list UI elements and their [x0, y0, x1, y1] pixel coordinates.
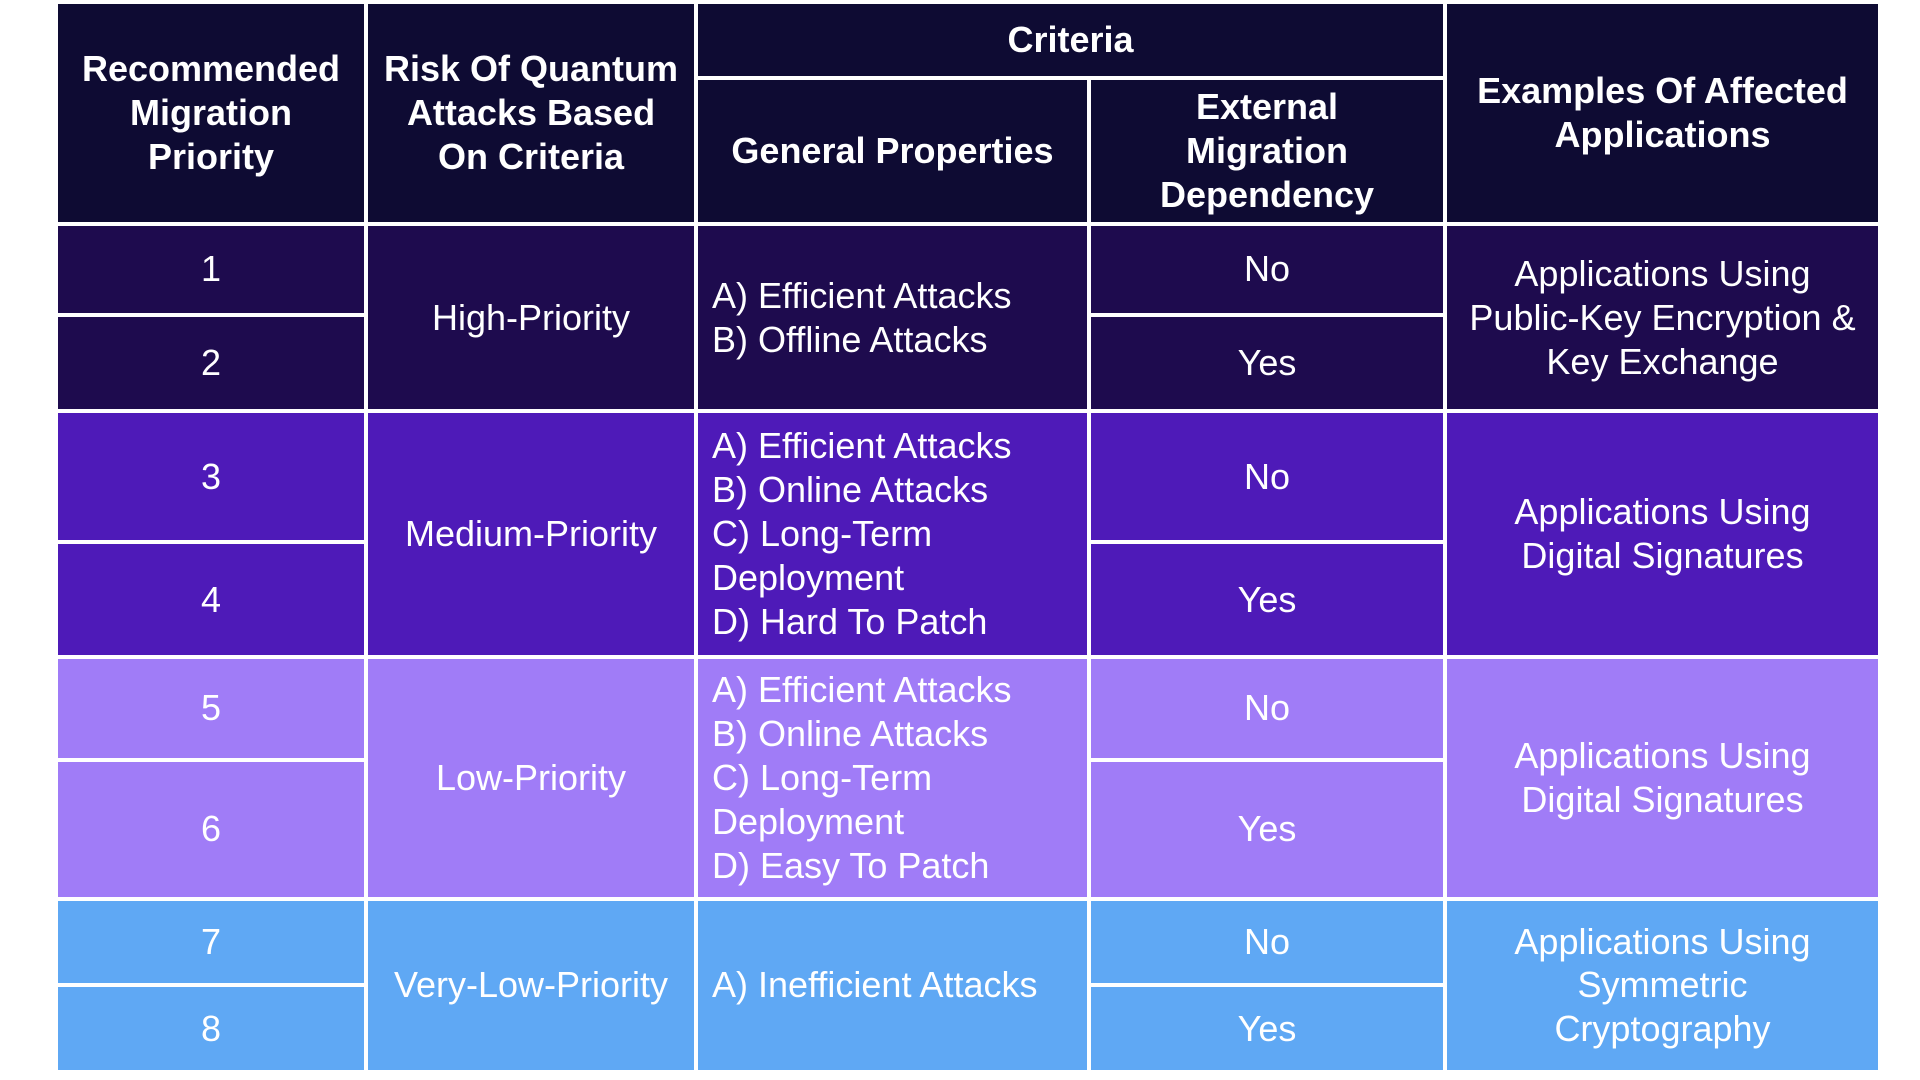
priority-cell: 5: [54, 655, 368, 762]
property-line: D) Easy To Patch: [712, 844, 990, 886]
priority-cell: 1: [54, 222, 368, 317]
priority-cell: 2: [54, 312, 368, 414]
examples-cell: Applications Using Public-Key Encryption…: [1443, 221, 1882, 414]
priority-cell: 6: [54, 757, 368, 901]
priority-cell: 8: [54, 983, 368, 1074]
header-dependency-line: External: [1195, 86, 1339, 128]
header-row-2: General Properties External Migration De…: [56, 76, 1880, 226]
priority-cell: 4: [54, 540, 368, 660]
header-examples: Examples Of Affected Applications: [1443, 0, 1882, 226]
dependency-cell: No: [1087, 655, 1447, 762]
header-examples-line: Applications: [1554, 114, 1771, 155]
priority-cell: 3: [54, 409, 368, 545]
examples-cell: Applications Using Symmetric Cryptograph…: [1443, 896, 1882, 1075]
example-line: Key Exchange: [1546, 340, 1779, 382]
properties-cell: A) Inefficient Attacks: [694, 896, 1091, 1075]
header-general-properties: General Properties: [694, 76, 1091, 226]
risk-cell: Low-Priority: [364, 655, 698, 901]
priority-cell: 7: [54, 896, 368, 988]
dependency-cell: Yes: [1087, 983, 1447, 1074]
header-row-1: Recommended Migration Priority Risk Of Q…: [54, 0, 1882, 226]
header-dependency-line: Migration: [1186, 130, 1348, 172]
property-line: D) Hard To Patch: [712, 601, 988, 643]
header-priority: Recommended Migration Priority: [54, 0, 368, 226]
example-line: Public-Key Encryption &: [1469, 296, 1856, 338]
table-row: 7 Very-Low-Priority A) Inefficient Attac…: [54, 896, 1882, 1075]
migration-priority-table: Recommended Migration Priority Risk Of Q…: [54, 0, 1882, 1075]
property-line: A) Efficient Attacks: [712, 274, 1012, 316]
property-line: C) Long-Term: [712, 756, 933, 798]
table-row: 5 Low-Priority A) Efficient Attacks B) O…: [54, 655, 1882, 901]
examples-cell: Applications Using Digital Signatures: [1443, 655, 1882, 901]
example-line: Applications Using: [1514, 920, 1811, 962]
property-line: A) Efficient Attacks: [712, 425, 1012, 467]
dependency-cell: Yes: [1087, 540, 1447, 660]
example-line: Applications Using: [1514, 734, 1811, 776]
header-dependency: External Migration Dependency: [1087, 76, 1447, 226]
dependency-cell: No: [1087, 409, 1447, 545]
risk-cell: Medium-Priority: [364, 409, 698, 660]
example-line: Cryptography: [1554, 1008, 1771, 1050]
property-line: Deployment: [712, 800, 905, 842]
table-row: 3 Medium-Priority A) Efficient Attacks B…: [54, 409, 1882, 660]
example-line: Applications Using: [1514, 252, 1811, 294]
header-priority-line: Priority: [147, 135, 275, 177]
property-line: B) Online Attacks: [712, 469, 989, 511]
table-row: 2 Yes: [54, 312, 1880, 414]
dependency-cell: No: [1087, 222, 1447, 317]
header-examples-line: Examples Of Affected: [1477, 70, 1848, 112]
risk-cell: Very-Low-Priority: [364, 896, 698, 1075]
example-line: Symmetric: [1577, 964, 1748, 1006]
example-line: Digital Signatures: [1521, 778, 1804, 820]
property-line: C) Long-Term: [712, 513, 933, 555]
example-line: Digital Signatures: [1521, 535, 1804, 577]
header-priority-line: Recommended: [81, 48, 341, 90]
property-line: A) Efficient Attacks: [712, 669, 1012, 711]
migration-table-container: Recommended Migration Priority Risk Of Q…: [54, 0, 1882, 1075]
dependency-cell: Yes: [1087, 757, 1447, 901]
property-line: Deployment: [712, 557, 905, 599]
dependency-cell: No: [1087, 896, 1447, 988]
header-risk-line: On Criteria: [437, 135, 625, 177]
table-row: 4 Yes: [54, 540, 1880, 660]
header-dependency-line: Dependency: [1159, 173, 1375, 215]
properties-cell: A) Efficient Attacks B) Offline Attacks: [694, 221, 1091, 414]
header-risk-line: Attacks Based: [406, 92, 656, 134]
table-row: 1 High-Priority A) Efficient Attacks B) …: [54, 221, 1882, 414]
header-risk: Risk Of Quantum Attacks Based On Criteri…: [364, 0, 698, 226]
table-row: 8 Yes: [54, 983, 1880, 1074]
header-risk-line: Risk Of Quantum: [383, 48, 679, 90]
property-line: A) Inefficient Attacks: [712, 964, 1038, 1006]
property-line: B) Offline Attacks: [712, 318, 988, 360]
examples-cell: Applications Using Digital Signatures: [1443, 409, 1882, 660]
dependency-cell: Yes: [1087, 312, 1447, 414]
header-criteria: Criteria: [694, 0, 1447, 80]
table-row: 6 Yes: [54, 757, 1880, 901]
properties-cell: A) Efficient Attacks B) Online Attacks C…: [694, 655, 1091, 901]
header-priority-line: Migration: [130, 92, 292, 134]
example-line: Applications Using: [1514, 491, 1811, 533]
property-line: B) Online Attacks: [712, 713, 989, 755]
risk-cell: High-Priority: [364, 221, 698, 414]
properties-cell: A) Efficient Attacks B) Online Attacks C…: [694, 409, 1091, 660]
